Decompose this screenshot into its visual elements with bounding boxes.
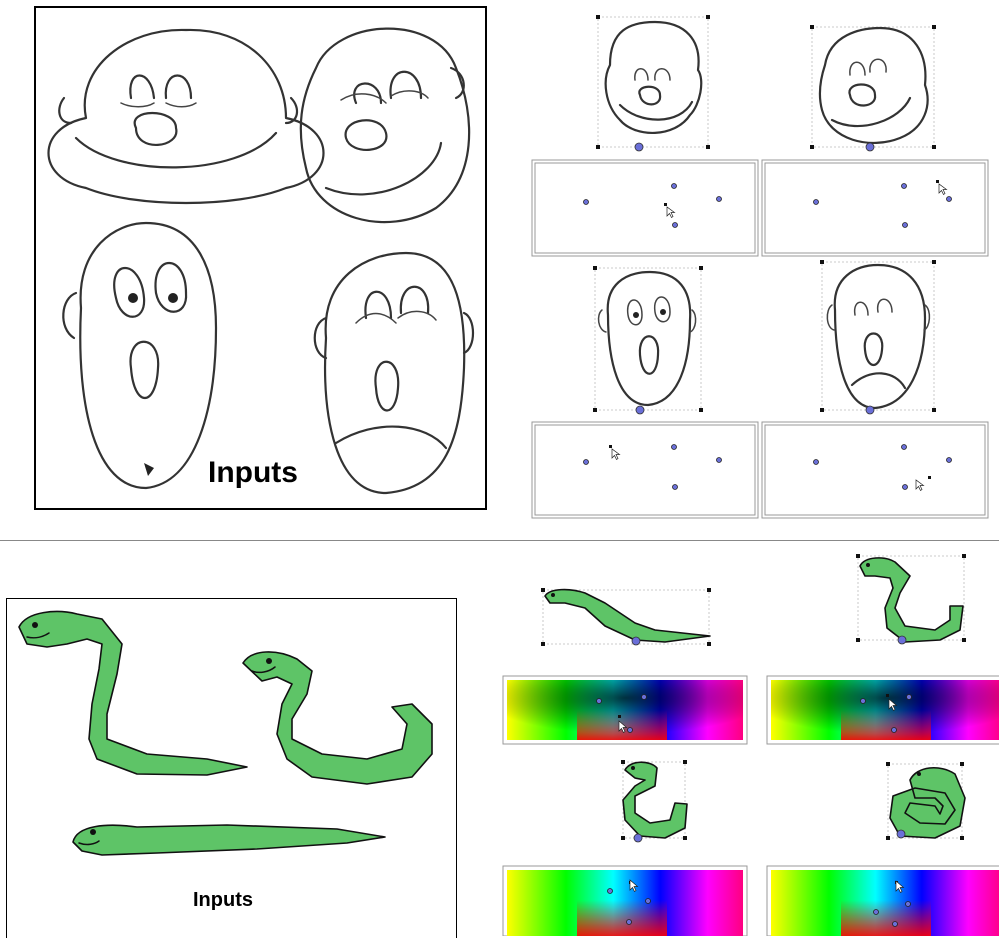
cursor-arrow-icon xyxy=(895,880,905,894)
cursor-arrow-icon xyxy=(888,698,898,712)
output-face-3[interactable] xyxy=(593,266,703,415)
face-control-panel-1[interactable] xyxy=(534,162,756,254)
input-snake-1 xyxy=(18,610,248,776)
output-snake-3[interactable] xyxy=(621,760,688,843)
face-sketches xyxy=(47,27,475,495)
input-face-3 xyxy=(62,221,218,490)
cursor-arrow-icon xyxy=(611,448,621,461)
face-control-panel-4[interactable] xyxy=(764,424,986,516)
snakes-inputs-label: Inputs xyxy=(193,889,253,911)
input-face-2 xyxy=(299,27,471,224)
output-snake-4[interactable] xyxy=(886,762,966,840)
snake-color-panel-2[interactable] xyxy=(766,675,999,745)
output-snake-1[interactable] xyxy=(541,588,711,646)
snake-outputs xyxy=(502,554,999,936)
face-outputs xyxy=(531,15,989,519)
input-snake-2 xyxy=(242,651,433,785)
output-face-1[interactable] xyxy=(596,15,710,152)
face-control-panel-3[interactable] xyxy=(534,424,756,516)
faces-inputs-label: Inputs xyxy=(208,456,298,489)
snakes-input-panel: Inputs xyxy=(6,598,457,938)
snake-color-panel-3[interactable] xyxy=(502,865,748,936)
cursor-arrow-icon xyxy=(618,720,628,734)
input-face-1 xyxy=(47,28,325,205)
cursor-arrow-icon xyxy=(915,479,925,492)
cursor-arrow-icon xyxy=(666,206,676,219)
output-face-4[interactable] xyxy=(820,260,936,415)
output-face-2[interactable] xyxy=(810,25,936,152)
snake-color-panel-1[interactable] xyxy=(502,675,748,745)
snake-color-panel-4[interactable] xyxy=(766,865,999,936)
cursor-arrow-icon xyxy=(629,879,639,893)
input-snake-3 xyxy=(72,824,386,856)
section-divider xyxy=(0,540,999,541)
faces-input-panel: Inputs xyxy=(34,6,487,510)
output-snake-2[interactable] xyxy=(856,554,966,645)
face-control-panel-2[interactable] xyxy=(764,162,986,254)
cursor-arrow-icon xyxy=(938,183,948,196)
snake-drawings xyxy=(18,610,433,856)
input-face-4 xyxy=(313,251,475,495)
